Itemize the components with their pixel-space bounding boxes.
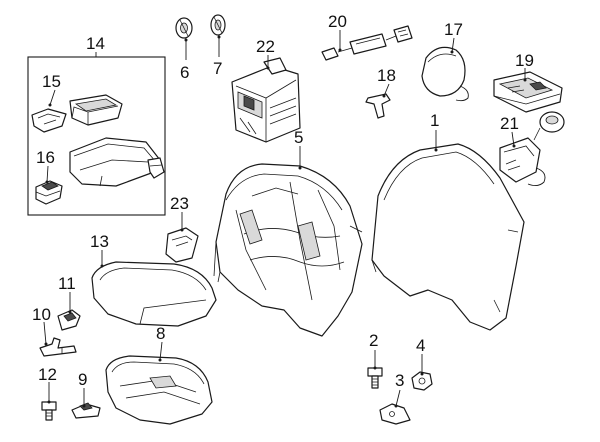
callout-4: 4 [416, 336, 425, 355]
part-1-seatback-cover[interactable] [371, 143, 525, 331]
part-3-bracket[interactable] [379, 403, 411, 425]
armrest-body[interactable] [69, 137, 165, 187]
part-9-bracket-clip[interactable] [71, 402, 101, 419]
part-12-bolt[interactable] [41, 401, 57, 421]
part-20-cable[interactable] [321, 25, 413, 61]
callout-19: 19 [515, 51, 534, 70]
callout-5: 5 [294, 128, 303, 147]
callout-6: 6 [180, 63, 189, 82]
callout-13: 13 [90, 232, 109, 251]
part-11-clip[interactable] [57, 309, 81, 331]
part-16-latch[interactable] [35, 180, 63, 205]
callout-11: 11 [58, 274, 76, 293]
part-18-bracket[interactable] [365, 93, 391, 119]
part-8-cushion-foam[interactable] [105, 355, 213, 425]
callout-22: 22 [256, 37, 275, 56]
callout-18: 18 [377, 66, 396, 85]
callout-16: 16 [36, 148, 55, 167]
callout-17: 17 [444, 20, 463, 39]
part-4-nut[interactable] [411, 371, 433, 391]
callout-20: 20 [328, 12, 347, 31]
callout-7: 7 [213, 59, 222, 78]
part-23-pad[interactable] [165, 227, 199, 263]
callout-12: 12 [38, 365, 57, 384]
callout-10: 10 [32, 305, 51, 324]
part-6-clip[interactable] [175, 17, 193, 39]
armrest-kit-frame [27, 56, 166, 216]
callout-3: 3 [395, 371, 404, 390]
callout-8: 8 [156, 324, 165, 343]
part-13-cushion-cover[interactable] [91, 261, 217, 327]
callout-2: 2 [369, 331, 378, 350]
part-2-bolt[interactable] [367, 367, 383, 389]
callout-15: 15 [42, 72, 61, 91]
part-22-control-module[interactable] [231, 57, 301, 143]
part-21-motor[interactable] [499, 111, 565, 187]
part-14-storage-tray[interactable] [69, 94, 123, 126]
callout-23: 23 [170, 194, 189, 213]
part-15-hinge-cover[interactable] [31, 108, 67, 133]
part-19-switch-assembly[interactable] [493, 71, 563, 113]
callout-14: 14 [86, 34, 105, 53]
part-17-headrest[interactable] [421, 46, 469, 102]
callout-21: 21 [500, 114, 519, 133]
part-10-bracket[interactable] [39, 337, 77, 357]
part-7-clip[interactable] [210, 14, 226, 36]
callout-9: 9 [78, 370, 87, 389]
part-5-seatback-frame[interactable] [213, 163, 363, 337]
callout-1: 1 [430, 111, 439, 130]
